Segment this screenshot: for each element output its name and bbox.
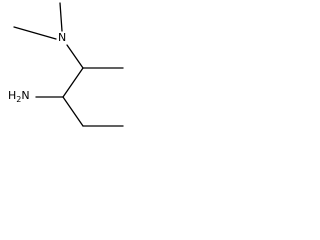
bond-methyl-left-to-n (13, 26, 57, 40)
primary-amine-label: H2N (7, 89, 31, 104)
bond-methyl-top-to-n (59, 2, 63, 32)
atom-n-primary: N (21, 89, 30, 102)
skeletal-formula (13, 2, 124, 127)
structure-canvas: N H2N (0, 0, 126, 145)
tertiary-amine-nitrogen-label: N (57, 31, 68, 44)
atom-h-subscript: 2 (16, 95, 22, 104)
bond-n-to-ch (66, 44, 84, 69)
bond-ch-amine-to-ch2 (62, 96, 84, 127)
atom-n: N (58, 31, 67, 44)
bond-ch-to-ch-amine (62, 67, 84, 98)
atom-h: H (8, 89, 17, 102)
